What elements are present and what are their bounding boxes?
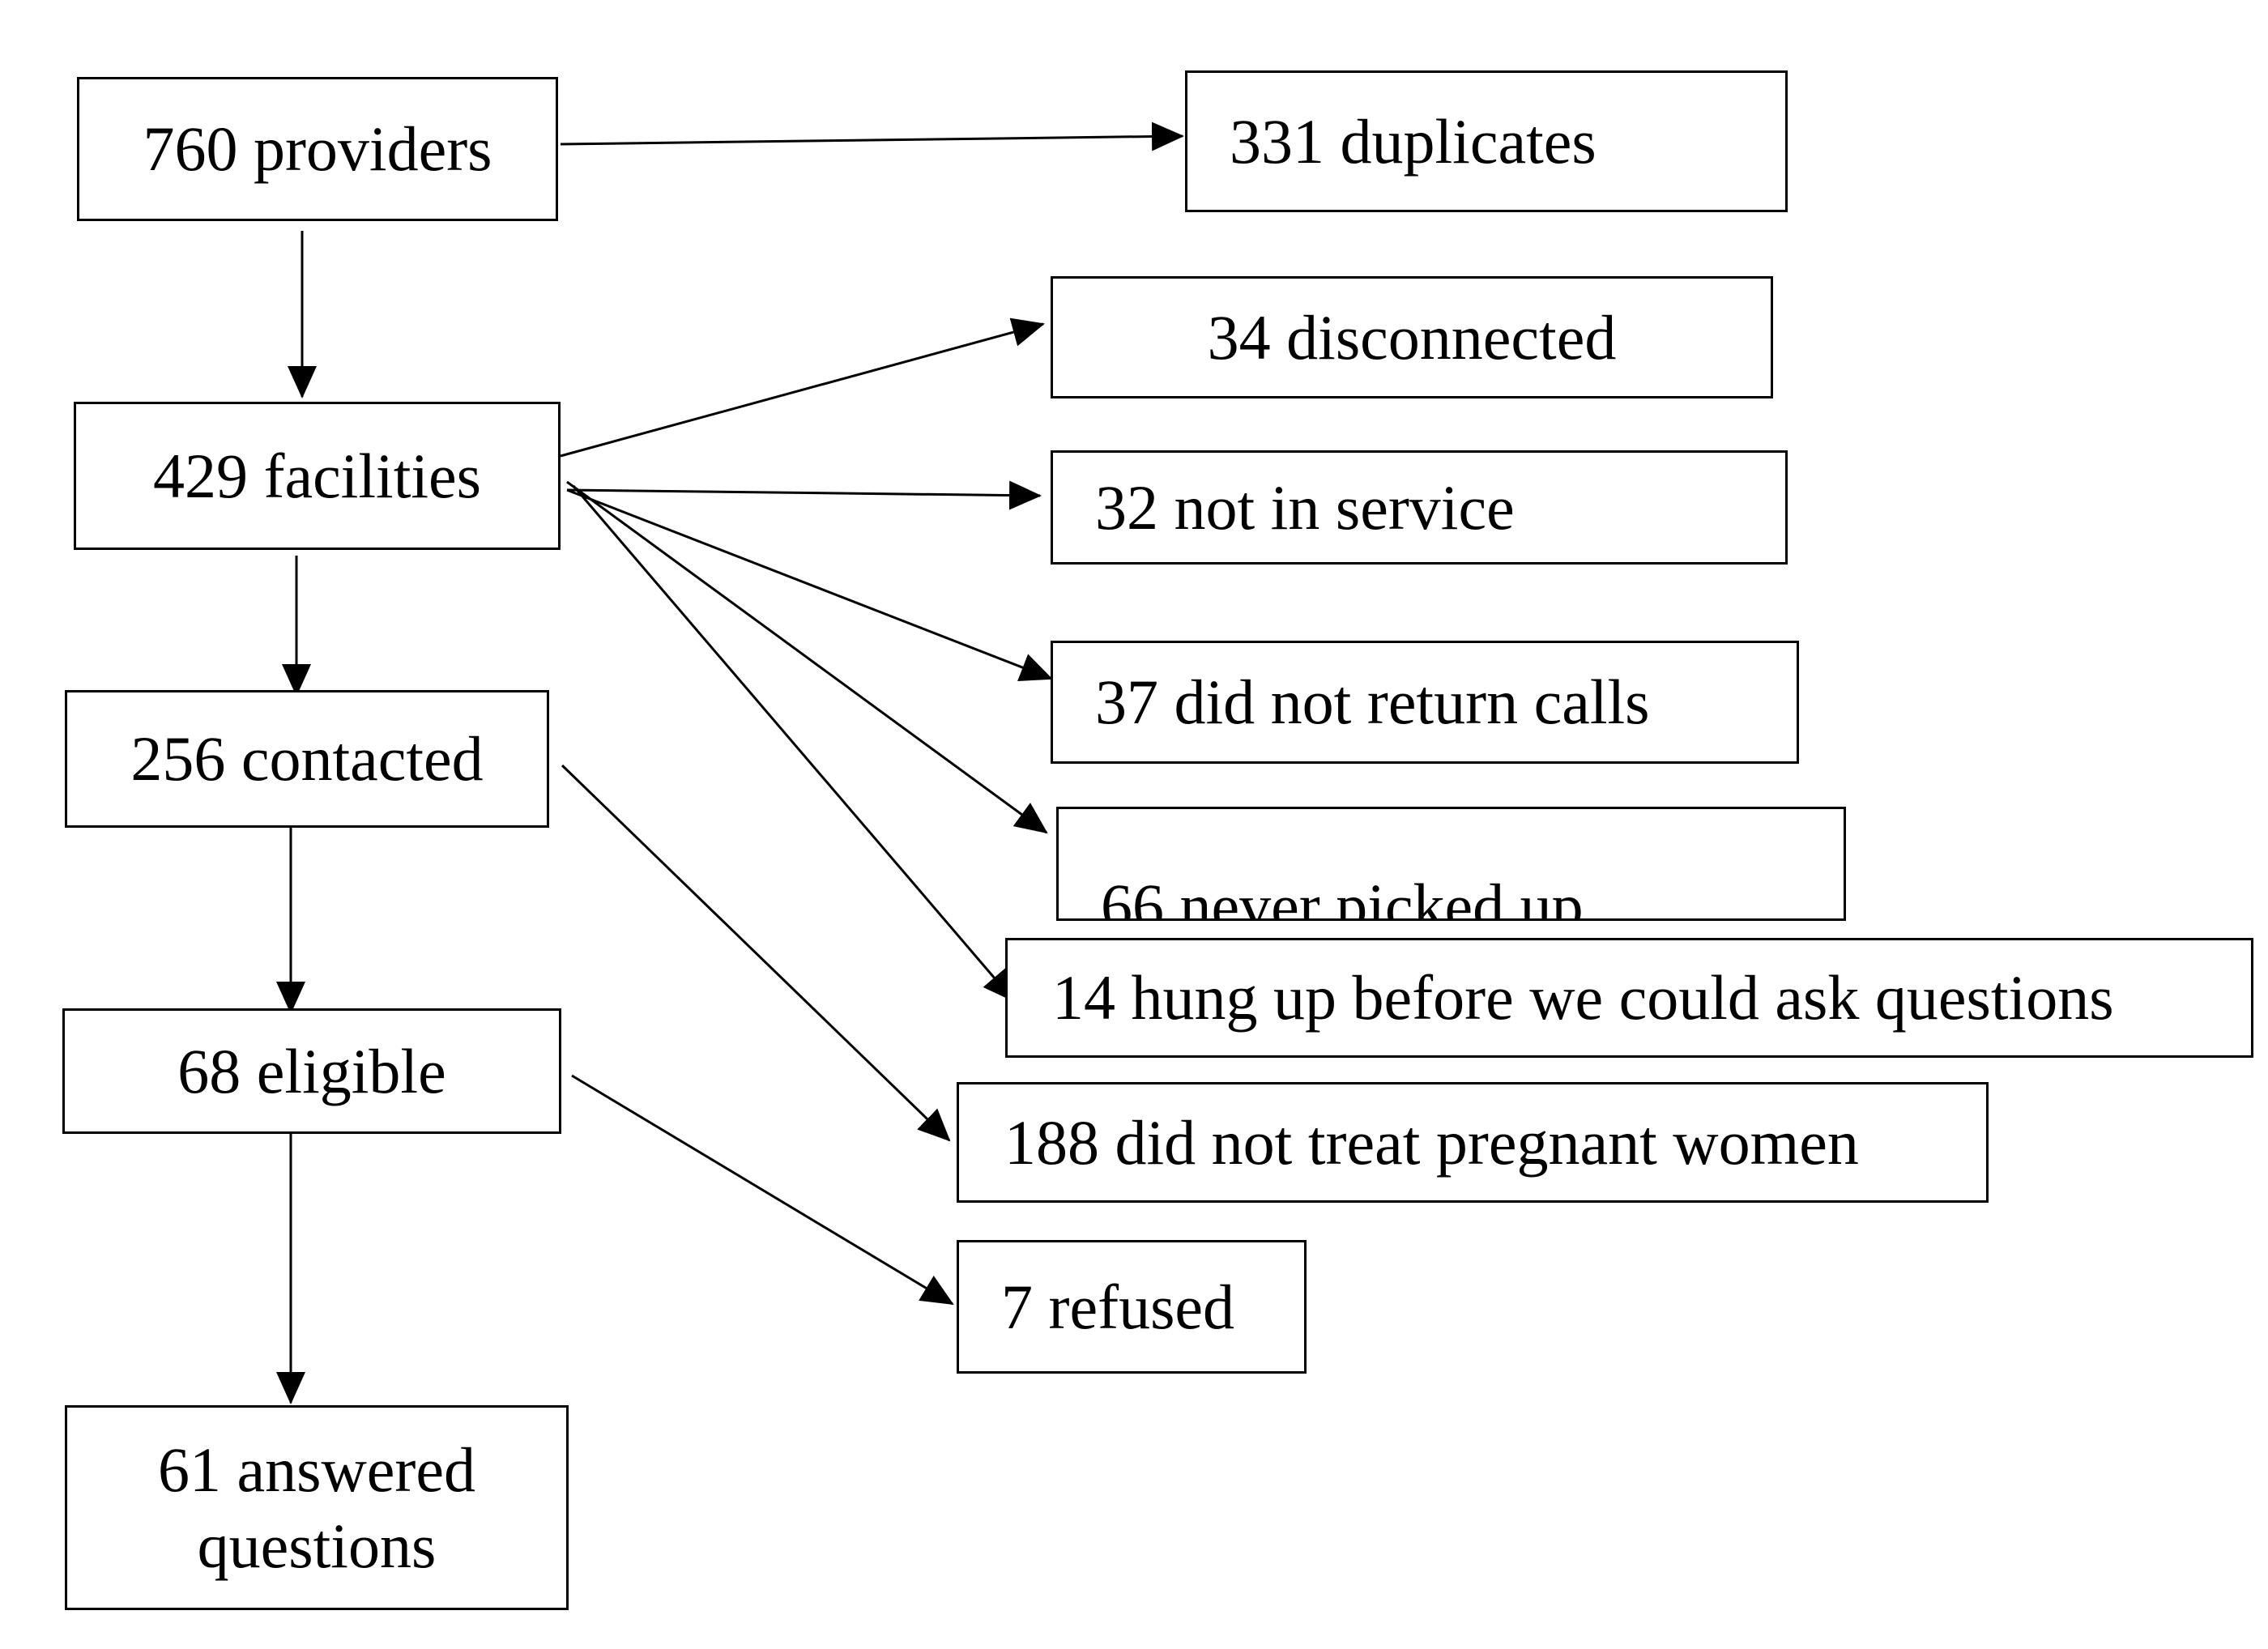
- node-duplicates-label: 331 duplicates: [1230, 105, 1597, 177]
- node-refused-label: 7 refused: [1001, 1271, 1235, 1342]
- node-facilities-label: 429 facilities: [152, 440, 482, 511]
- arrow-facilities-to-disconnected: [560, 317, 1045, 458]
- node-disconnected-label: 34 disconnected: [1207, 301, 1617, 373]
- node-not-in-service-label: 32 not in service: [1095, 471, 1515, 543]
- node-duplicates: 331 duplicates: [1185, 70, 1788, 212]
- node-not-treat-pregnant: 188 did not treat pregnant women: [957, 1082, 1989, 1203]
- node-hung-up: 14 hung up before we could ask questions: [1005, 938, 2253, 1058]
- node-providers-label: 760 providers: [143, 113, 492, 185]
- node-no-return-calls: 37 did not return calls: [1051, 641, 1799, 764]
- node-answered-label-line2: questions: [197, 1510, 437, 1581]
- arrow-facilities-to-hung-up: [572, 485, 1016, 1003]
- arrow-providers-to-duplicates: [560, 121, 1184, 151]
- node-hung-up-label: 14 hung up before we could ask questions: [1052, 962, 2114, 1033]
- arrow-contacted-to-not-treat-pregnant: [561, 764, 951, 1142]
- node-contacted: 256 contacted: [65, 690, 549, 828]
- node-contacted-label: 256 contacted: [130, 723, 484, 795]
- node-answered: 61 answered questions: [65, 1405, 569, 1610]
- arrow-eligible-to-refused: [571, 1074, 954, 1306]
- node-not-in-service: 32 not in service: [1051, 450, 1788, 565]
- arrow-facilities-to-never-picked-up: [566, 480, 1048, 834]
- node-no-return-calls-label: 37 did not return calls: [1095, 667, 1650, 738]
- arrow-facilities-to-not-in-service: [566, 480, 1042, 510]
- node-facilities: 429 facilities: [74, 402, 561, 550]
- node-not-treat-pregnant-label: 188 did not treat pregnant women: [1004, 1106, 1859, 1178]
- node-refused: 7 refused: [957, 1240, 1307, 1374]
- arrow-facilities-to-no-return-calls: [566, 488, 1053, 681]
- node-answered-label-line1: 61 answered: [157, 1434, 476, 1505]
- node-disconnected: 34 disconnected: [1051, 276, 1773, 398]
- node-eligible-label: 68 eligible: [177, 1035, 446, 1106]
- node-never-picked-up-label: 66 never picked up: [1101, 871, 1584, 921]
- node-eligible: 68 eligible: [62, 1008, 561, 1134]
- node-providers: 760 providers: [77, 77, 558, 221]
- node-never-picked-up: 66 never picked up: [1056, 807, 1846, 921]
